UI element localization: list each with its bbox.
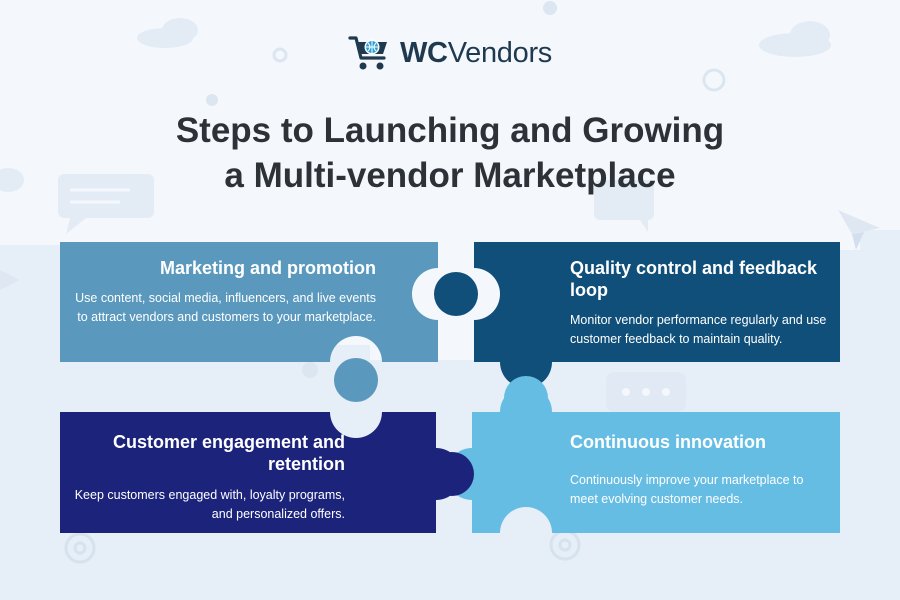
puzzle-piece-innovation (446, 386, 840, 533)
title-line-2: a Multi-vendor Marketplace (224, 156, 676, 195)
title-line-1: Steps to Launching and Growing (175, 111, 725, 150)
brand-logo: WCVendors (0, 34, 900, 72)
puzzle-piece-quality (474, 242, 840, 388)
step-title: Marketing and promotion (160, 258, 376, 278)
puzzle-knob-2 (434, 272, 478, 316)
step-description: Monitor vendor performance regularly and… (570, 313, 827, 346)
step-description: Keep customers engaged with, loyalty pro… (74, 488, 345, 521)
puzzle-piece-engagement (60, 412, 462, 533)
step-engagement: Customer engagement and retention Keep c… (70, 431, 345, 524)
shopping-cart-globe-icon (348, 36, 387, 70)
step-description: Use content, social media, influencers, … (75, 291, 376, 324)
puzzle-piece-marketing (60, 242, 438, 362)
puzzle-knob-3 (504, 376, 548, 420)
step-description: Continuously improve your marketplace to… (570, 473, 804, 506)
step-title: Quality control and feedback loop (570, 258, 818, 300)
step-title: Continuous innovation (570, 432, 766, 452)
step-quality: Quality control and feedback loop Monito… (570, 257, 832, 349)
puzzle-knob-4 (430, 452, 474, 496)
brand-name: WCVendors (399, 36, 553, 69)
page-title: Steps to Launching and Growing a Multi-v… (0, 108, 900, 198)
step-innovation: Continuous innovation Continuously impro… (570, 431, 820, 509)
step-title: Customer engagement and retention (112, 432, 345, 474)
puzzle-knob-1 (334, 358, 378, 402)
step-marketing: Marketing and promotion Use content, soc… (70, 257, 376, 327)
